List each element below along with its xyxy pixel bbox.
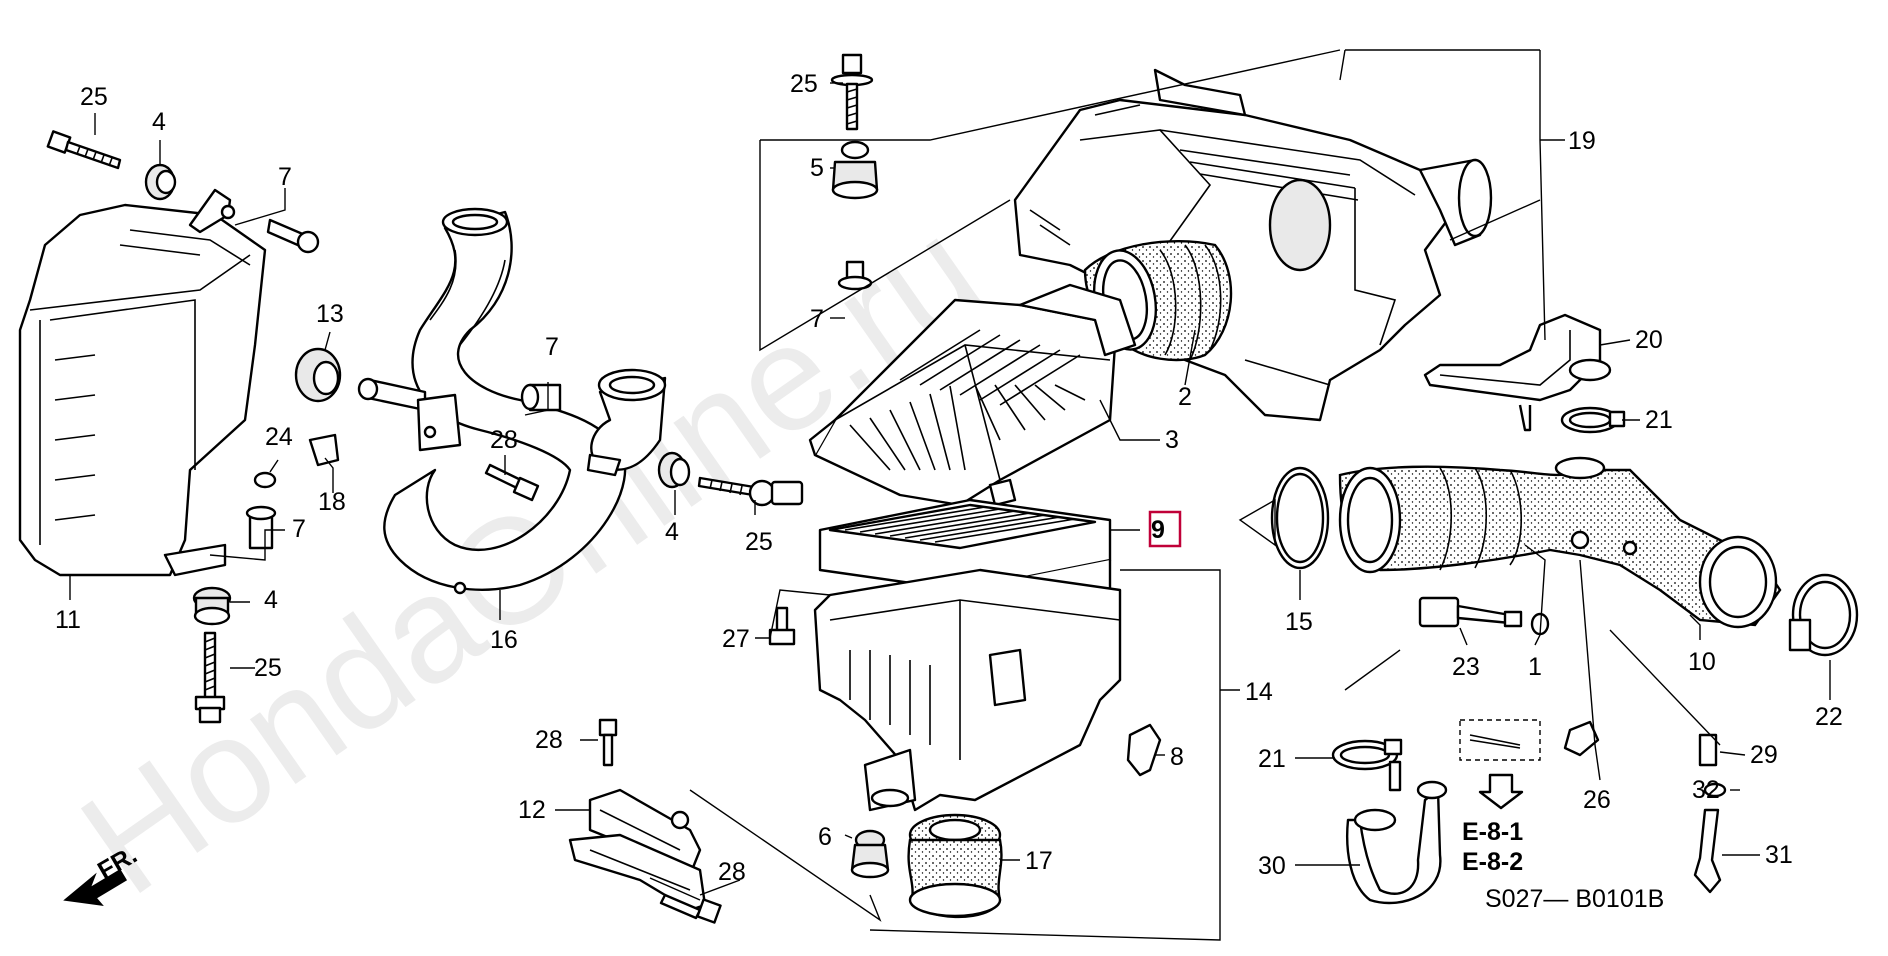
intake-housing-part-19[interactable] [1013,68,1493,422]
highlight-box-part-9 [1148,510,1182,548]
air-cleaner-case-part-14[interactable] [813,568,1122,812]
callout-5[interactable]: 5 [810,154,824,182]
hose-part-30[interactable] [1346,760,1448,905]
bolt-part-28-lower[interactable] [659,893,722,924]
callout-19[interactable]: 19 [1568,127,1596,155]
grommet-part-4-upper[interactable] [144,163,177,201]
callout-24[interactable]: 24 [265,423,293,451]
nipple-part-29[interactable] [1698,733,1718,767]
clip-part-8[interactable] [1126,723,1162,777]
callout-labels: 25 4 7 13 24 18 7 11 4 25 16 7 28 4 25 2… [55,70,1843,886]
callout-21[interactable]: 21 [1645,406,1673,434]
callout-25[interactable]: 25 [254,654,282,682]
intake-tube-part-10[interactable] [1338,456,1782,629]
callout-6[interactable]: 6 [818,823,832,851]
callout-4[interactable]: 4 [152,108,166,136]
callout-13[interactable]: 13 [316,300,344,328]
intake-duct-part-16[interactable] [357,207,627,595]
callout-8[interactable]: 8 [1170,743,1184,771]
bolt-part-28-lower-upper[interactable] [598,718,618,767]
clip-part-7-lower-left[interactable] [245,505,277,550]
callout-30[interactable]: 30 [1258,852,1286,880]
callout-17[interactable]: 17 [1025,847,1053,875]
callout-7[interactable]: 7 [810,305,824,333]
callout-10[interactable]: 10 [1688,648,1716,676]
callout-28[interactable]: 28 [718,858,746,886]
reference-box [1459,719,1541,761]
callout-25[interactable]: 25 [745,528,773,556]
clamp-part-32[interactable] [1703,782,1727,798]
front-direction-arrow-icon [63,868,128,907]
callout-29[interactable]: 29 [1750,741,1778,769]
callout-4[interactable]: 4 [665,518,679,546]
diagram-code: S027— B0101B [1485,885,1664,913]
clip-part-7-middle[interactable] [520,383,562,412]
air-cleaner-cover-part-3[interactable] [808,283,1137,507]
callout-3[interactable]: 3 [1165,426,1179,454]
hose-clamp-part-21-lower[interactable] [1331,738,1403,771]
tube-part-31[interactable] [1693,808,1722,894]
callout-22[interactable]: 22 [1815,703,1843,731]
callout-26[interactable]: 26 [1583,786,1611,814]
bolt-part-25-upper-left[interactable] [46,130,122,170]
callout-14[interactable]: 14 [1245,678,1273,706]
nut-part-24[interactable] [253,471,277,489]
grommet-part-4-middle[interactable] [657,451,691,489]
bolt-part-25-middle[interactable] [697,476,804,507]
callout-31[interactable]: 31 [1765,841,1793,869]
down-arrow-icon [1478,773,1524,810]
callout-9[interactable]: 9 [1151,516,1165,544]
grommet-part-6[interactable] [850,829,890,879]
hose-clamp-part-22[interactable] [1788,573,1859,657]
callout-12[interactable]: 12 [518,796,546,824]
grommet-part-5[interactable] [831,140,879,200]
seal-ring-part-15[interactable] [1270,466,1330,570]
callout-28[interactable]: 28 [535,726,563,754]
grommet-part-13[interactable] [294,347,342,403]
sensor-part-23[interactable] [1418,596,1523,628]
callout-25[interactable]: 25 [790,70,818,98]
callout-15[interactable]: 15 [1285,608,1313,636]
inlet-snorkel[interactable] [586,368,667,477]
callout-18[interactable]: 18 [318,488,346,516]
callout-32[interactable]: 32 [1692,776,1720,804]
callout-28[interactable]: 28 [490,426,518,454]
callout-7[interactable]: 7 [545,333,559,361]
clip-part-7-upper[interactable] [220,204,320,254]
callout-27[interactable]: 27 [722,625,750,653]
callout-16[interactable]: 16 [490,626,518,654]
reference-e-8-2[interactable]: E-8-2 [1462,848,1523,876]
hose-clamp-part-21-upper[interactable] [1560,406,1626,434]
clip-part-26[interactable] [1563,720,1600,757]
callout-2[interactable]: 2 [1178,383,1192,411]
leader-lines [69,49,1831,941]
bolt-part-25-lower-left[interactable] [194,631,226,724]
rubber-boot-part-17[interactable] [907,813,1003,919]
callout-25[interactable]: 25 [80,83,108,111]
reference-e-8-1[interactable]: E-8-1 [1462,818,1523,846]
resonator-chamber-part-11[interactable] [18,203,267,577]
callout-23[interactable]: 23 [1452,653,1480,681]
callout-7[interactable]: 7 [292,515,306,543]
bolt-part-25-top[interactable] [830,53,874,131]
callout-20[interactable]: 20 [1635,326,1663,354]
resonator-duct-part-20[interactable] [1423,313,1612,432]
bolt-part-27[interactable] [768,606,796,646]
callout-4[interactable]: 4 [264,586,278,614]
bolt-part-28-middle[interactable] [484,463,540,502]
callout-7[interactable]: 7 [278,163,292,191]
callout-1[interactable]: 1 [1528,653,1542,681]
clip-part-18[interactable] [308,433,340,467]
grommet-part-4-lower[interactable] [192,586,232,626]
callout-21[interactable]: 21 [1258,745,1286,773]
bracket-part-12[interactable] [568,788,707,912]
callout-11[interactable]: 11 [55,606,81,634]
